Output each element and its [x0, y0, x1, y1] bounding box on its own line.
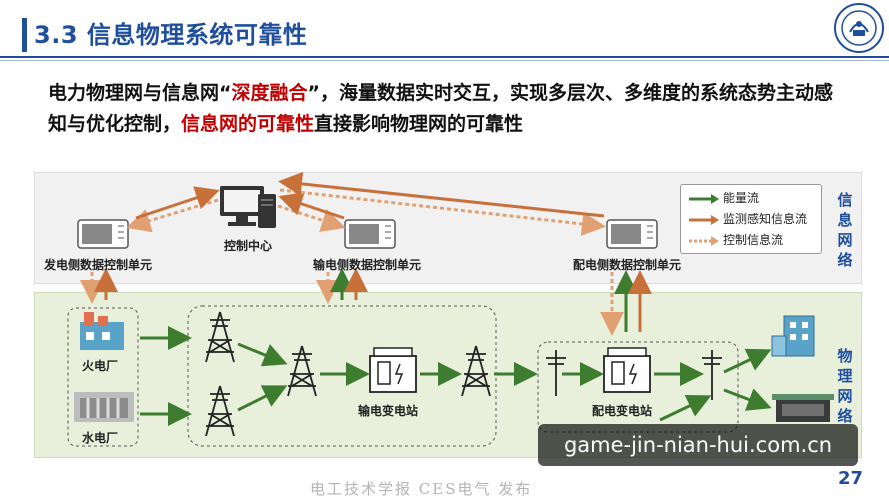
para-text-2: ”，海量数据实时交互，实现多层次、多维度的系统态势主动感知与优化控制，: [48, 82, 834, 135]
dashed-orange-arrow-icon: [689, 235, 719, 246]
orange-arrow-icon: [689, 214, 719, 225]
gen-unit-label: 发电侧数据控制单元: [44, 258, 153, 272]
green-arrow-icon: [689, 193, 719, 204]
para-highlight-2: 信息网的可靠性: [181, 113, 315, 135]
legend-control: 控制信息流: [689, 231, 783, 249]
intro-paragraph: 电力物理网与信息网“深度融合”，海量数据实时交互，实现多层次、多维度的系统态势主…: [48, 78, 848, 140]
dist-unit-label: 配电侧数据控制单元: [573, 258, 682, 272]
header-divider-thin: [0, 60, 889, 61]
university-seal-icon: [834, 3, 884, 53]
hydro-plant-label: 水电厂: [82, 431, 119, 445]
header-divider: [0, 56, 889, 58]
legend-energy: 能量流: [689, 189, 759, 207]
trans-unit-label: 输电侧数据控制单元: [313, 258, 422, 272]
control-center-label: 控制中心: [224, 239, 273, 253]
slide-header: 3.3 信息物理系统可靠性: [0, 0, 889, 64]
header-accent-bar: [22, 18, 27, 52]
physical-network-label: 物理网络: [837, 347, 853, 425]
para-text-3: 直接影响物理网的可靠性: [314, 113, 524, 135]
legend-box: 能量流 监测感知信息流 控制信息流: [680, 184, 822, 254]
dist-substation-label: 配电变电站: [592, 404, 653, 418]
info-network-label: 信息网络: [837, 191, 853, 269]
watermark-overlay: game-jin-nian-hui.com.cn: [538, 424, 858, 466]
trans-substation-label: 输电变电站: [358, 404, 419, 418]
thermal-plant-label: 火电厂: [82, 359, 119, 373]
para-text-1: 电力物理网与信息网“: [48, 82, 232, 104]
legend-monitor: 监测感知信息流: [689, 210, 807, 228]
publisher-footer: 电工技术学报 CES电气 发布: [310, 480, 533, 498]
slide-title: 3.3 信息物理系统可靠性: [34, 21, 308, 49]
page-number: 27: [837, 468, 863, 489]
para-highlight-1: 深度融合: [231, 82, 308, 104]
